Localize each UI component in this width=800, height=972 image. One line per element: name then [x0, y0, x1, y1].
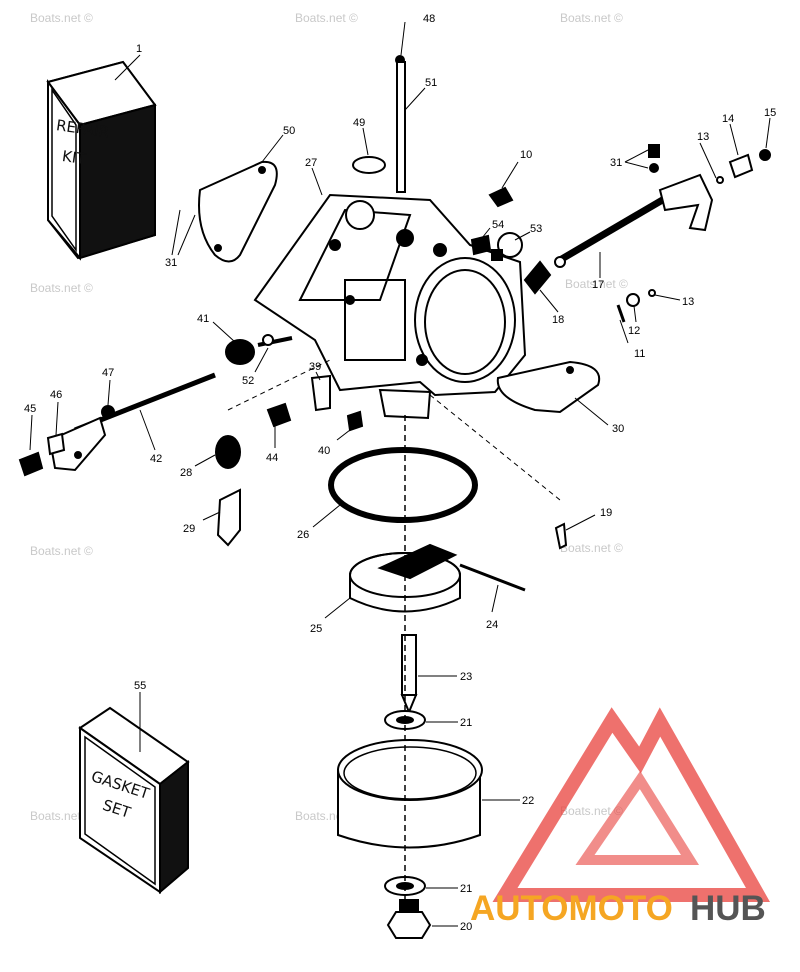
callout-12: 12 — [628, 325, 640, 337]
watermark: Boats.net © — [30, 809, 93, 823]
callout-21-top: 21 — [460, 717, 472, 729]
callout-10: 10 — [520, 149, 532, 161]
callout-45: 45 — [24, 403, 36, 415]
callout-27: 27 — [305, 157, 317, 169]
watermark: Boats.net © — [560, 541, 623, 555]
callout-24: 24 — [486, 619, 498, 631]
brand-part2: HUB — [690, 889, 766, 928]
callout-31-left: 31 — [165, 257, 177, 269]
callout-14: 14 — [722, 113, 734, 125]
callout-25: 25 — [310, 623, 322, 635]
callout-51: 51 — [425, 77, 437, 89]
callout-30: 30 — [612, 423, 624, 435]
automotohub-logo: AUTOMOTO HUB — [470, 707, 771, 928]
repair-kit-box: REPAIR KIT — [46, 60, 157, 261]
callout-21-bottom: 21 — [460, 883, 472, 895]
callout-26: 26 — [297, 529, 309, 541]
watermark: Boats.net © — [30, 11, 93, 25]
callout-55: 55 — [134, 680, 146, 692]
callout-47: 47 — [102, 367, 114, 379]
callout-50: 50 — [283, 125, 295, 137]
callout-20: 20 — [460, 921, 472, 933]
callout-18: 18 — [552, 314, 564, 326]
callout-11: 11 — [634, 348, 645, 360]
callout-31-right: 31 — [610, 157, 622, 169]
watermarks: Boats.net © Boats.net © Boats.net © Boat… — [30, 11, 628, 823]
callout-29: 29 — [183, 523, 195, 535]
repair-kit-line2: KIT — [61, 147, 88, 168]
callout-49: 49 — [353, 117, 365, 129]
watermark: Boats.net © — [560, 804, 623, 818]
callout-15: 15 — [764, 107, 776, 119]
callout-13-mid: 13 — [682, 296, 694, 308]
callout-39: 39 — [309, 361, 321, 373]
callout-53: 53 — [530, 223, 542, 235]
watermark: Boats.net © — [295, 11, 358, 25]
callout-48: 48 — [423, 13, 435, 25]
watermark: Boats.net © — [30, 544, 93, 558]
callout-19: 19 — [600, 507, 612, 519]
callout-52: 52 — [242, 375, 254, 387]
callout-42: 42 — [150, 453, 162, 465]
callout-23: 23 — [460, 671, 472, 683]
watermark: Boats.net © — [560, 11, 623, 25]
callout-22: 22 — [522, 795, 534, 807]
watermark: Boats.net © — [30, 281, 93, 295]
callouts: 1 48 51 50 27 49 10 31 13 14 15 31 54 53… — [24, 13, 776, 933]
callout-41: 41 — [197, 313, 209, 325]
callout-28: 28 — [180, 467, 192, 479]
callout-46: 46 — [50, 389, 62, 401]
callout-13-top: 13 — [697, 131, 709, 143]
callout-44: 44 — [266, 452, 278, 464]
watermark: Boats.net © — [565, 277, 628, 291]
brand-part1: AUTOMOTO — [470, 889, 673, 928]
parts-drawing — [18, 55, 771, 939]
callout-54: 54 — [492, 219, 504, 231]
callout-40: 40 — [318, 445, 330, 457]
callout-17: 17 — [592, 279, 604, 291]
gasket-set-box: GASKET SET — [78, 706, 190, 895]
callout-1: 1 — [136, 43, 142, 55]
